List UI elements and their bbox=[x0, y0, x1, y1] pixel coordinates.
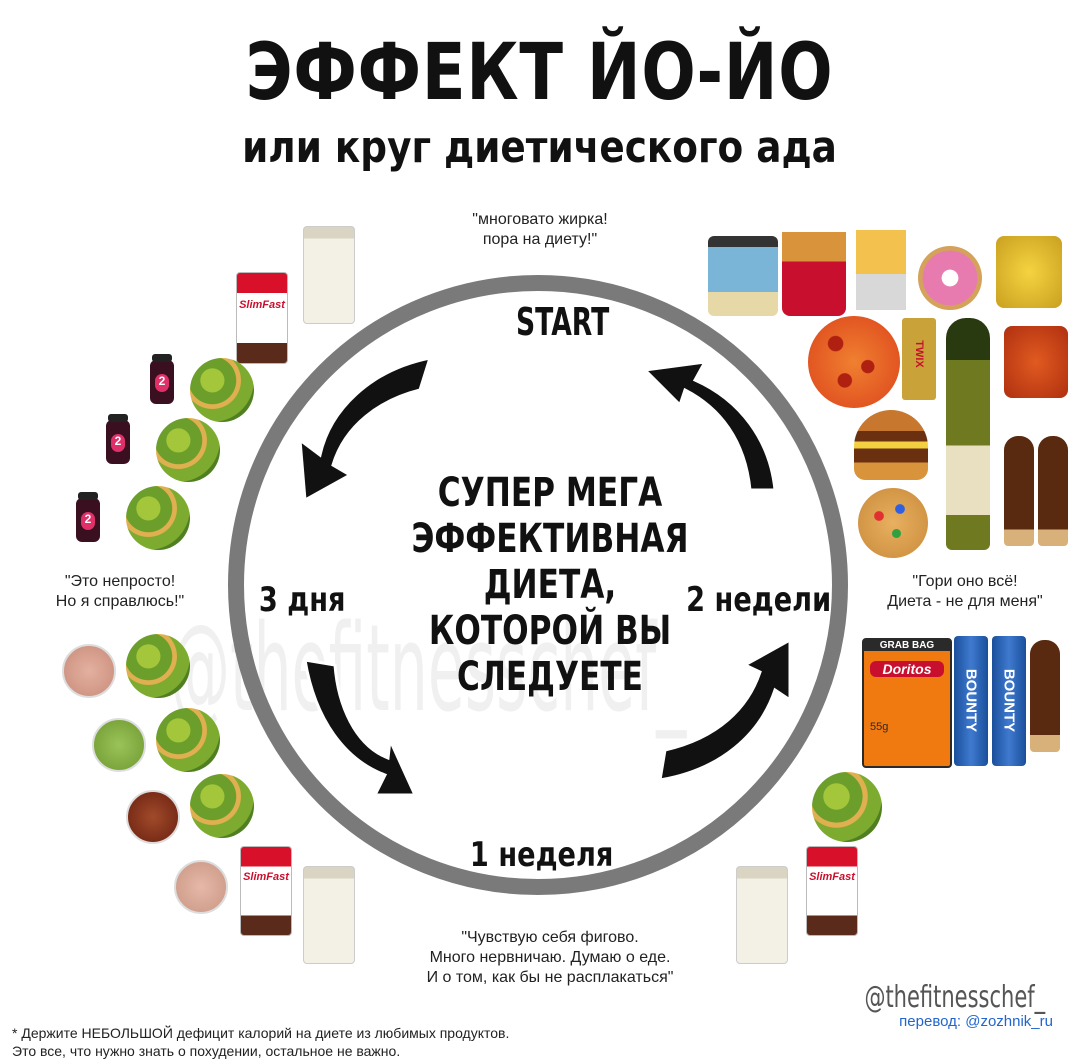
pizza-icon bbox=[808, 316, 900, 408]
arrow-bottom-right bbox=[658, 637, 792, 782]
quote-top: "многовато жирка!пора на диету!" bbox=[472, 211, 608, 248]
ice-cream-bar-icon bbox=[1038, 436, 1068, 546]
cycle-ring bbox=[228, 275, 848, 895]
bounty-bar-icon: BOUNTY bbox=[992, 636, 1026, 766]
shake-jar-icon bbox=[303, 866, 355, 964]
twix-bar-icon: TWIX bbox=[902, 318, 936, 400]
slimfast-jar-icon: SlimFast bbox=[236, 272, 288, 364]
burger-icon bbox=[854, 410, 928, 480]
quote-right: "Гори оно всё!Диета - не для меня" bbox=[887, 573, 1043, 610]
supplement-bottle-icon bbox=[76, 492, 100, 542]
bottom-label: 1 неделя bbox=[469, 835, 614, 875]
fried-chicken-bucket-icon bbox=[782, 232, 846, 316]
salad-bowl-icon bbox=[156, 708, 220, 772]
arrow-top-right bbox=[641, 360, 777, 492]
quote-bottom: "Чувствую себя фигово.Много нервничаю. Д… bbox=[426, 929, 674, 986]
author-credit: @thefitnesschef_ bbox=[864, 980, 1045, 1015]
salad-bowl-icon bbox=[812, 772, 882, 842]
salad-bowl-icon bbox=[190, 774, 254, 838]
slimfast-jar-icon: SlimFast bbox=[806, 846, 858, 936]
center-line: СУПЕР МЕГА bbox=[437, 470, 663, 516]
juice-glass-icon bbox=[126, 790, 180, 844]
salad-bowl-icon bbox=[190, 358, 254, 422]
salad-bowl-icon bbox=[126, 634, 190, 698]
center-text: СУПЕР МЕГА ЭФФЕКТИВНАЯ ДИЕТА, КОТОРОЙ ВЫ… bbox=[355, 470, 745, 700]
quote-left: "Это непросто!Но я справлюсь!" bbox=[55, 573, 185, 610]
bounty-bar-icon: BOUNTY bbox=[954, 636, 988, 766]
fries-icon bbox=[856, 230, 906, 310]
ice-cream-tub-icon bbox=[708, 236, 778, 316]
page-title: ЭФФЕКТ ЙО-ЙО bbox=[245, 28, 834, 118]
left-label: 3 дня bbox=[258, 580, 346, 620]
ice-cream-bar-icon bbox=[1004, 436, 1034, 546]
slimfast-jar-icon: SlimFast bbox=[240, 846, 292, 936]
caviar-toast-icon bbox=[1004, 326, 1068, 398]
center-line: СЛЕДУЕТЕ bbox=[457, 654, 643, 700]
arrow-top-left bbox=[298, 356, 433, 503]
wine-bottle-icon bbox=[946, 318, 990, 550]
smoothie-glass-icon bbox=[174, 860, 228, 914]
shake-jar-icon bbox=[303, 226, 355, 324]
right-label: 2 недели bbox=[686, 580, 832, 620]
ice-cream-bar-icon bbox=[1030, 640, 1060, 752]
supplement-bottle-icon bbox=[150, 354, 174, 404]
cheese-toast-icon bbox=[996, 236, 1062, 308]
donut-icon bbox=[918, 246, 982, 310]
center-line: ЭФФЕКТИВНАЯ ДИЕТА, bbox=[411, 516, 689, 608]
salad-bowl-icon bbox=[126, 486, 190, 550]
start-label: START bbox=[515, 300, 610, 344]
shake-jar-icon bbox=[736, 866, 788, 964]
translation-credit: перевод: @zozhnik_ru bbox=[899, 1013, 1053, 1030]
arrow-bottom-left bbox=[303, 658, 418, 797]
doritos-bag-icon: GRAB BAG Doritos 55g bbox=[862, 638, 952, 768]
supplement-bottle-icon bbox=[106, 414, 130, 464]
page-subtitle: или круг диетического ада bbox=[242, 122, 837, 173]
green-smoothie-icon bbox=[92, 718, 146, 772]
cookie-icon bbox=[858, 488, 928, 558]
footnote: * Держите НЕБОЛЬШОЙ дефицит калорий на д… bbox=[12, 1025, 510, 1059]
salad-bowl-icon bbox=[156, 418, 220, 482]
smoothie-glass-icon bbox=[62, 644, 116, 698]
center-line: КОТОРОЙ ВЫ bbox=[428, 608, 672, 654]
